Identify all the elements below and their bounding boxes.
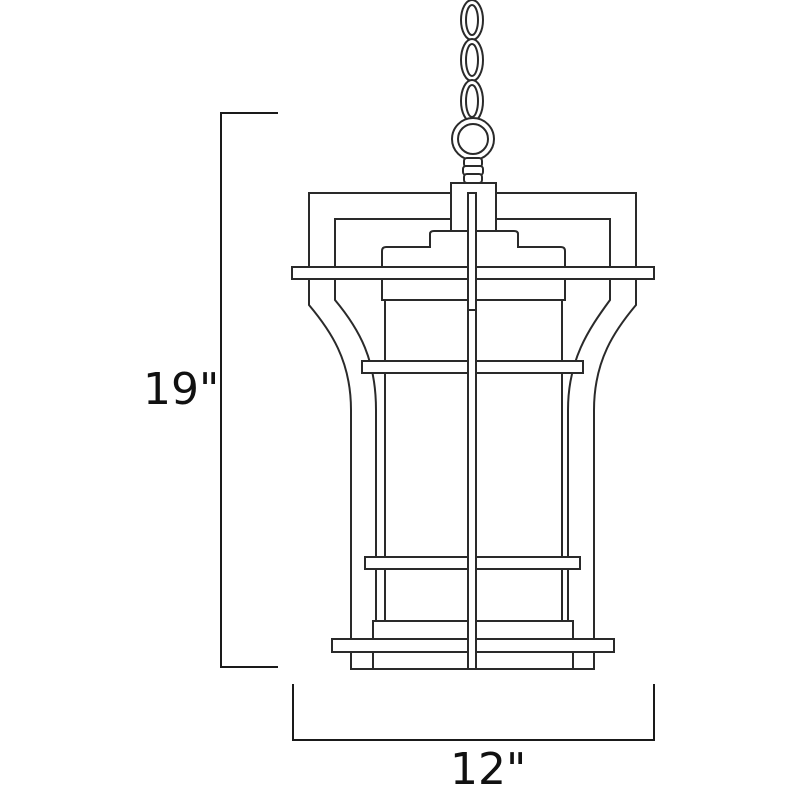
chain-icon [460, 0, 484, 123]
height-dimension-label: 19" [143, 364, 220, 415]
collar-icon [462, 157, 484, 184]
width-dimension-bracket [292, 684, 655, 741]
height-dimension-bracket [220, 112, 278, 668]
width-dimension-label: 12" [450, 744, 527, 795]
center-rod [467, 192, 477, 670]
loop-ring-icon [451, 117, 495, 161]
